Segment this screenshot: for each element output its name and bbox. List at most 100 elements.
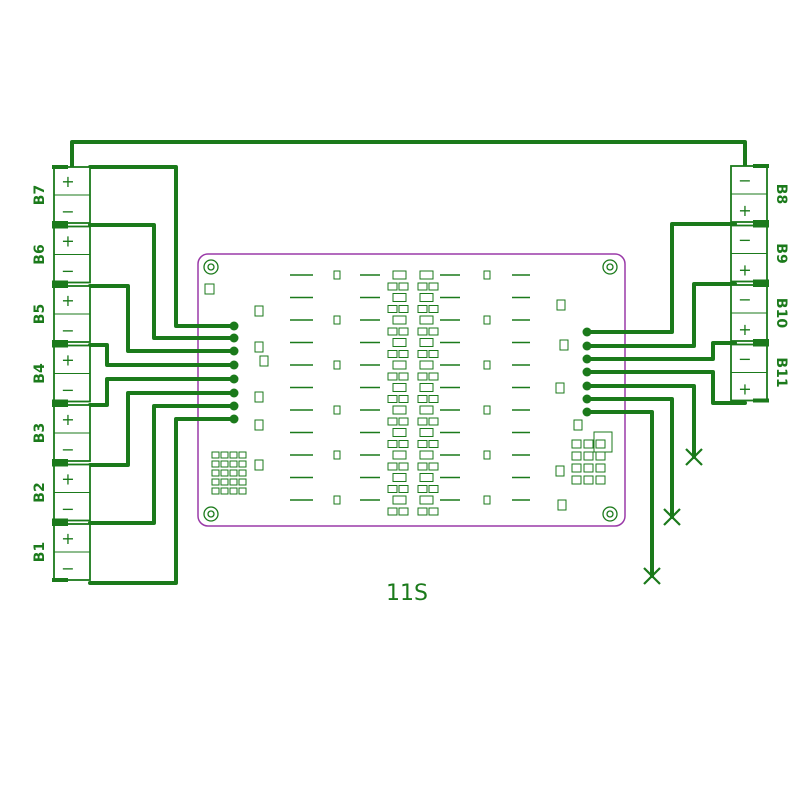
minus-sign: − <box>61 440 74 459</box>
smd-pad <box>557 499 567 511</box>
connector-pin <box>582 394 592 404</box>
battery-terminal <box>52 578 68 582</box>
capacitor-pad <box>483 405 491 415</box>
resistor-pad <box>419 428 434 437</box>
mosfet-pad <box>387 417 398 426</box>
minus-sign: − <box>61 500 74 519</box>
smd-pad <box>571 475 582 485</box>
mounting-hole <box>203 506 219 522</box>
mosfet-pad <box>398 440 409 448</box>
smd-pad <box>595 475 606 485</box>
mosfet-pad <box>428 305 439 313</box>
mounting-hole <box>602 259 618 275</box>
wire-b7-b6 <box>88 223 237 340</box>
smd-pad <box>583 451 594 461</box>
smd-pad <box>238 469 247 477</box>
mosfet-pad <box>428 462 439 471</box>
battery-terminal <box>753 220 769 224</box>
battery-label: B2 <box>32 482 48 502</box>
resistor-pad <box>392 473 407 482</box>
wire-b9-b10 <box>585 282 737 348</box>
resistor-pad <box>419 383 434 392</box>
resistor-pad <box>392 270 407 280</box>
mosfet-pad <box>417 350 428 358</box>
connector-pin <box>229 401 239 411</box>
plus-sign: + <box>738 201 751 220</box>
mosfet-pad <box>387 327 398 336</box>
battery-label: B10 <box>773 298 789 328</box>
smd-pad <box>259 355 269 367</box>
pcb-board <box>197 253 626 527</box>
capacitor-pad <box>333 315 341 325</box>
mosfet-pad <box>387 485 398 493</box>
mounting-holes <box>203 259 618 522</box>
resistor-pad <box>419 473 434 482</box>
battery-b11: −+B11 <box>730 342 789 403</box>
mosfet-pad <box>387 350 398 358</box>
resistor-pad <box>392 338 407 347</box>
battery-label: B6 <box>32 244 48 264</box>
wire-out-1 <box>585 384 696 459</box>
mounting-hole <box>203 259 219 275</box>
connector-pin <box>229 321 239 331</box>
battery-terminal <box>52 340 68 344</box>
minus-sign: − <box>61 321 74 340</box>
mosfet-pad <box>428 350 439 358</box>
smd-pad <box>204 283 215 295</box>
smd-pad <box>595 439 606 449</box>
battery-terminal <box>753 398 769 403</box>
connector-pins <box>208 321 612 424</box>
resistor-pad <box>419 450 434 460</box>
capacitor-pad <box>333 405 341 415</box>
mosfet-pad <box>387 507 398 516</box>
battery-terminal <box>52 522 68 526</box>
smd-pad <box>571 463 582 473</box>
capacitor-pad <box>333 495 341 505</box>
smd-pad <box>254 419 264 431</box>
smd-pad <box>559 339 569 351</box>
minus-sign: − <box>738 350 751 369</box>
resistor-pad <box>392 405 407 415</box>
smd-pad <box>220 487 229 495</box>
x-marker <box>685 448 703 466</box>
capacitor-pad <box>483 450 491 460</box>
smd-pad <box>229 487 238 495</box>
battery-label: B8 <box>773 184 789 204</box>
smd-pad <box>573 419 583 431</box>
wire-b11-minus <box>585 370 747 405</box>
minus-sign: − <box>61 559 74 578</box>
pcb-components <box>204 270 613 516</box>
smd-pad <box>556 299 566 311</box>
battery-b8: −+B8 <box>730 164 789 224</box>
battery-b10: −+B10 <box>730 283 789 343</box>
smd-pad <box>595 463 606 473</box>
smd-pad <box>254 305 264 317</box>
smd-pad <box>555 465 565 477</box>
battery-b1: +−B1 <box>32 522 91 582</box>
battery-terminal <box>753 223 769 228</box>
battery-terminal <box>753 342 769 347</box>
resistor-pad <box>419 405 434 415</box>
battery-label: B3 <box>32 423 48 443</box>
capacitor-pad <box>333 450 341 460</box>
battery-label: B4 <box>32 363 48 384</box>
battery-terminal <box>52 280 68 285</box>
top-bus-wire <box>70 140 747 168</box>
connector-pin <box>229 346 239 356</box>
smd-pad <box>211 460 220 468</box>
resistor-pad <box>419 338 434 347</box>
wire-b7-plus <box>88 165 237 328</box>
connector-pin <box>582 327 592 337</box>
wire-b2-b1 <box>88 404 237 525</box>
battery-label: B1 <box>32 542 48 562</box>
battery-b2: +−B2 <box>32 462 91 523</box>
smd-pad <box>238 487 247 495</box>
mosfet-pad <box>398 350 409 358</box>
plus-sign: + <box>738 380 751 399</box>
wire-b5-b4 <box>88 343 237 367</box>
smd-pad <box>583 463 594 473</box>
pcb-outline <box>197 253 626 527</box>
smd-pad <box>220 478 229 486</box>
capacitor-pad <box>333 360 341 370</box>
